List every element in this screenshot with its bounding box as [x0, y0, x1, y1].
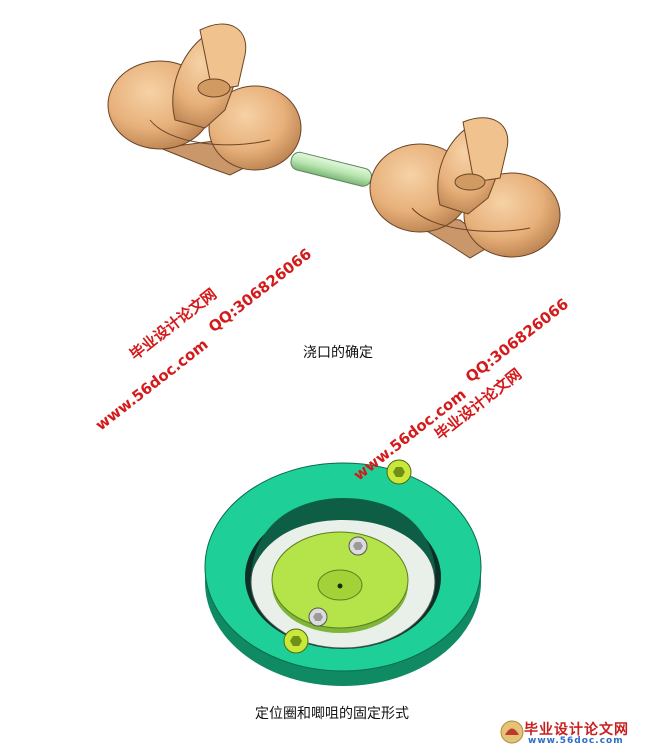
logo-icon [500, 720, 524, 744]
bushing-screw-top [348, 536, 368, 556]
left-part [107, 23, 302, 176]
locating-ring-illustration [204, 459, 482, 686]
runner [290, 151, 372, 187]
ring-screw-bottom [283, 628, 309, 654]
locating-ring-caption: 定位圈和唧咀的固定形式 [255, 706, 409, 722]
logo-title: 毕业设计论文网 [524, 722, 629, 738]
bushing-screw-bottom [308, 607, 328, 627]
gate-caption: 浇口的确定 [303, 345, 373, 361]
logo-url: www.56doc.com [528, 736, 624, 746]
right-part [369, 117, 561, 259]
site-logo: 毕业设计论文网 www.56doc.com [498, 718, 648, 748]
ring-screw-top [386, 459, 412, 485]
